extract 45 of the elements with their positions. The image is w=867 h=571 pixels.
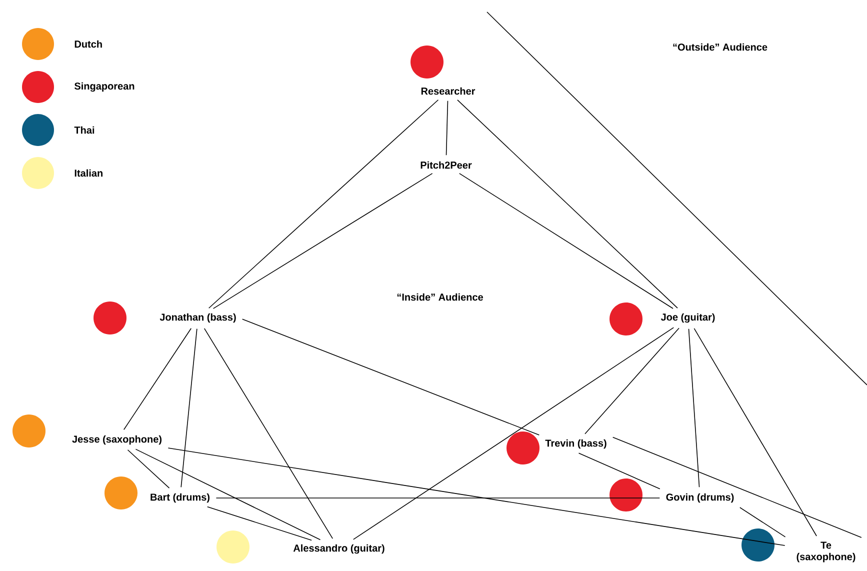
person-node: Joe (guitar) bbox=[610, 302, 715, 336]
connector-line bbox=[206, 506, 312, 541]
connector-line bbox=[180, 328, 198, 488]
connector-line bbox=[353, 327, 674, 540]
connector-line bbox=[127, 450, 170, 488]
node-label: Te (saxophone) bbox=[796, 542, 856, 562]
connector-line bbox=[457, 100, 678, 308]
connector-line bbox=[242, 318, 540, 436]
person-node: Researcher bbox=[410, 46, 476, 95]
person-node: Jesse (saxophone) bbox=[12, 414, 162, 448]
legend-label: Singaporean bbox=[74, 82, 134, 92]
project-label: Pitch2Peer bbox=[420, 161, 472, 169]
connector-line bbox=[459, 173, 674, 309]
legend-label: Thai bbox=[74, 126, 94, 134]
node-label: Bart (drums) bbox=[150, 493, 210, 503]
person-node: Trevin (bass) bbox=[506, 432, 606, 464]
connector-line bbox=[688, 328, 700, 488]
region-label: “Outside” Audience bbox=[673, 43, 768, 51]
node-label: Trevin (bass) bbox=[545, 439, 606, 449]
connector-line bbox=[208, 99, 439, 309]
node-label: Jesse (saxophone) bbox=[72, 435, 162, 445]
person-node: Govin (drums) bbox=[610, 478, 734, 512]
connector-line bbox=[135, 448, 321, 540]
connector-line bbox=[612, 436, 862, 538]
person-node: Jonathan (bass) bbox=[94, 302, 236, 334]
node-label: Alessandro (guitar) bbox=[293, 544, 384, 554]
person-node: Bart (drums) bbox=[104, 476, 210, 510]
region-label: “Inside” Audience bbox=[397, 293, 483, 301]
connector-line bbox=[212, 173, 433, 309]
person-node: Te (saxophone) bbox=[742, 528, 856, 562]
node-label: Joe (guitar) bbox=[660, 313, 715, 323]
legend-label: Italian bbox=[74, 169, 102, 177]
person-node: Alessandro (guitar) bbox=[216, 530, 384, 564]
connector-line bbox=[578, 452, 660, 490]
connector-line bbox=[123, 328, 192, 430]
connector-line bbox=[694, 328, 817, 536]
node-label: Researcher bbox=[421, 87, 476, 95]
connector-line bbox=[446, 100, 448, 156]
connector-line bbox=[740, 507, 786, 538]
legend-label: Dutch bbox=[74, 40, 102, 48]
node-label: Jonathan (bass) bbox=[160, 313, 236, 323]
connector-line bbox=[584, 328, 680, 434]
connector-line bbox=[204, 328, 334, 539]
node-label: Govin (drums) bbox=[666, 493, 734, 503]
connector-line bbox=[168, 448, 786, 546]
